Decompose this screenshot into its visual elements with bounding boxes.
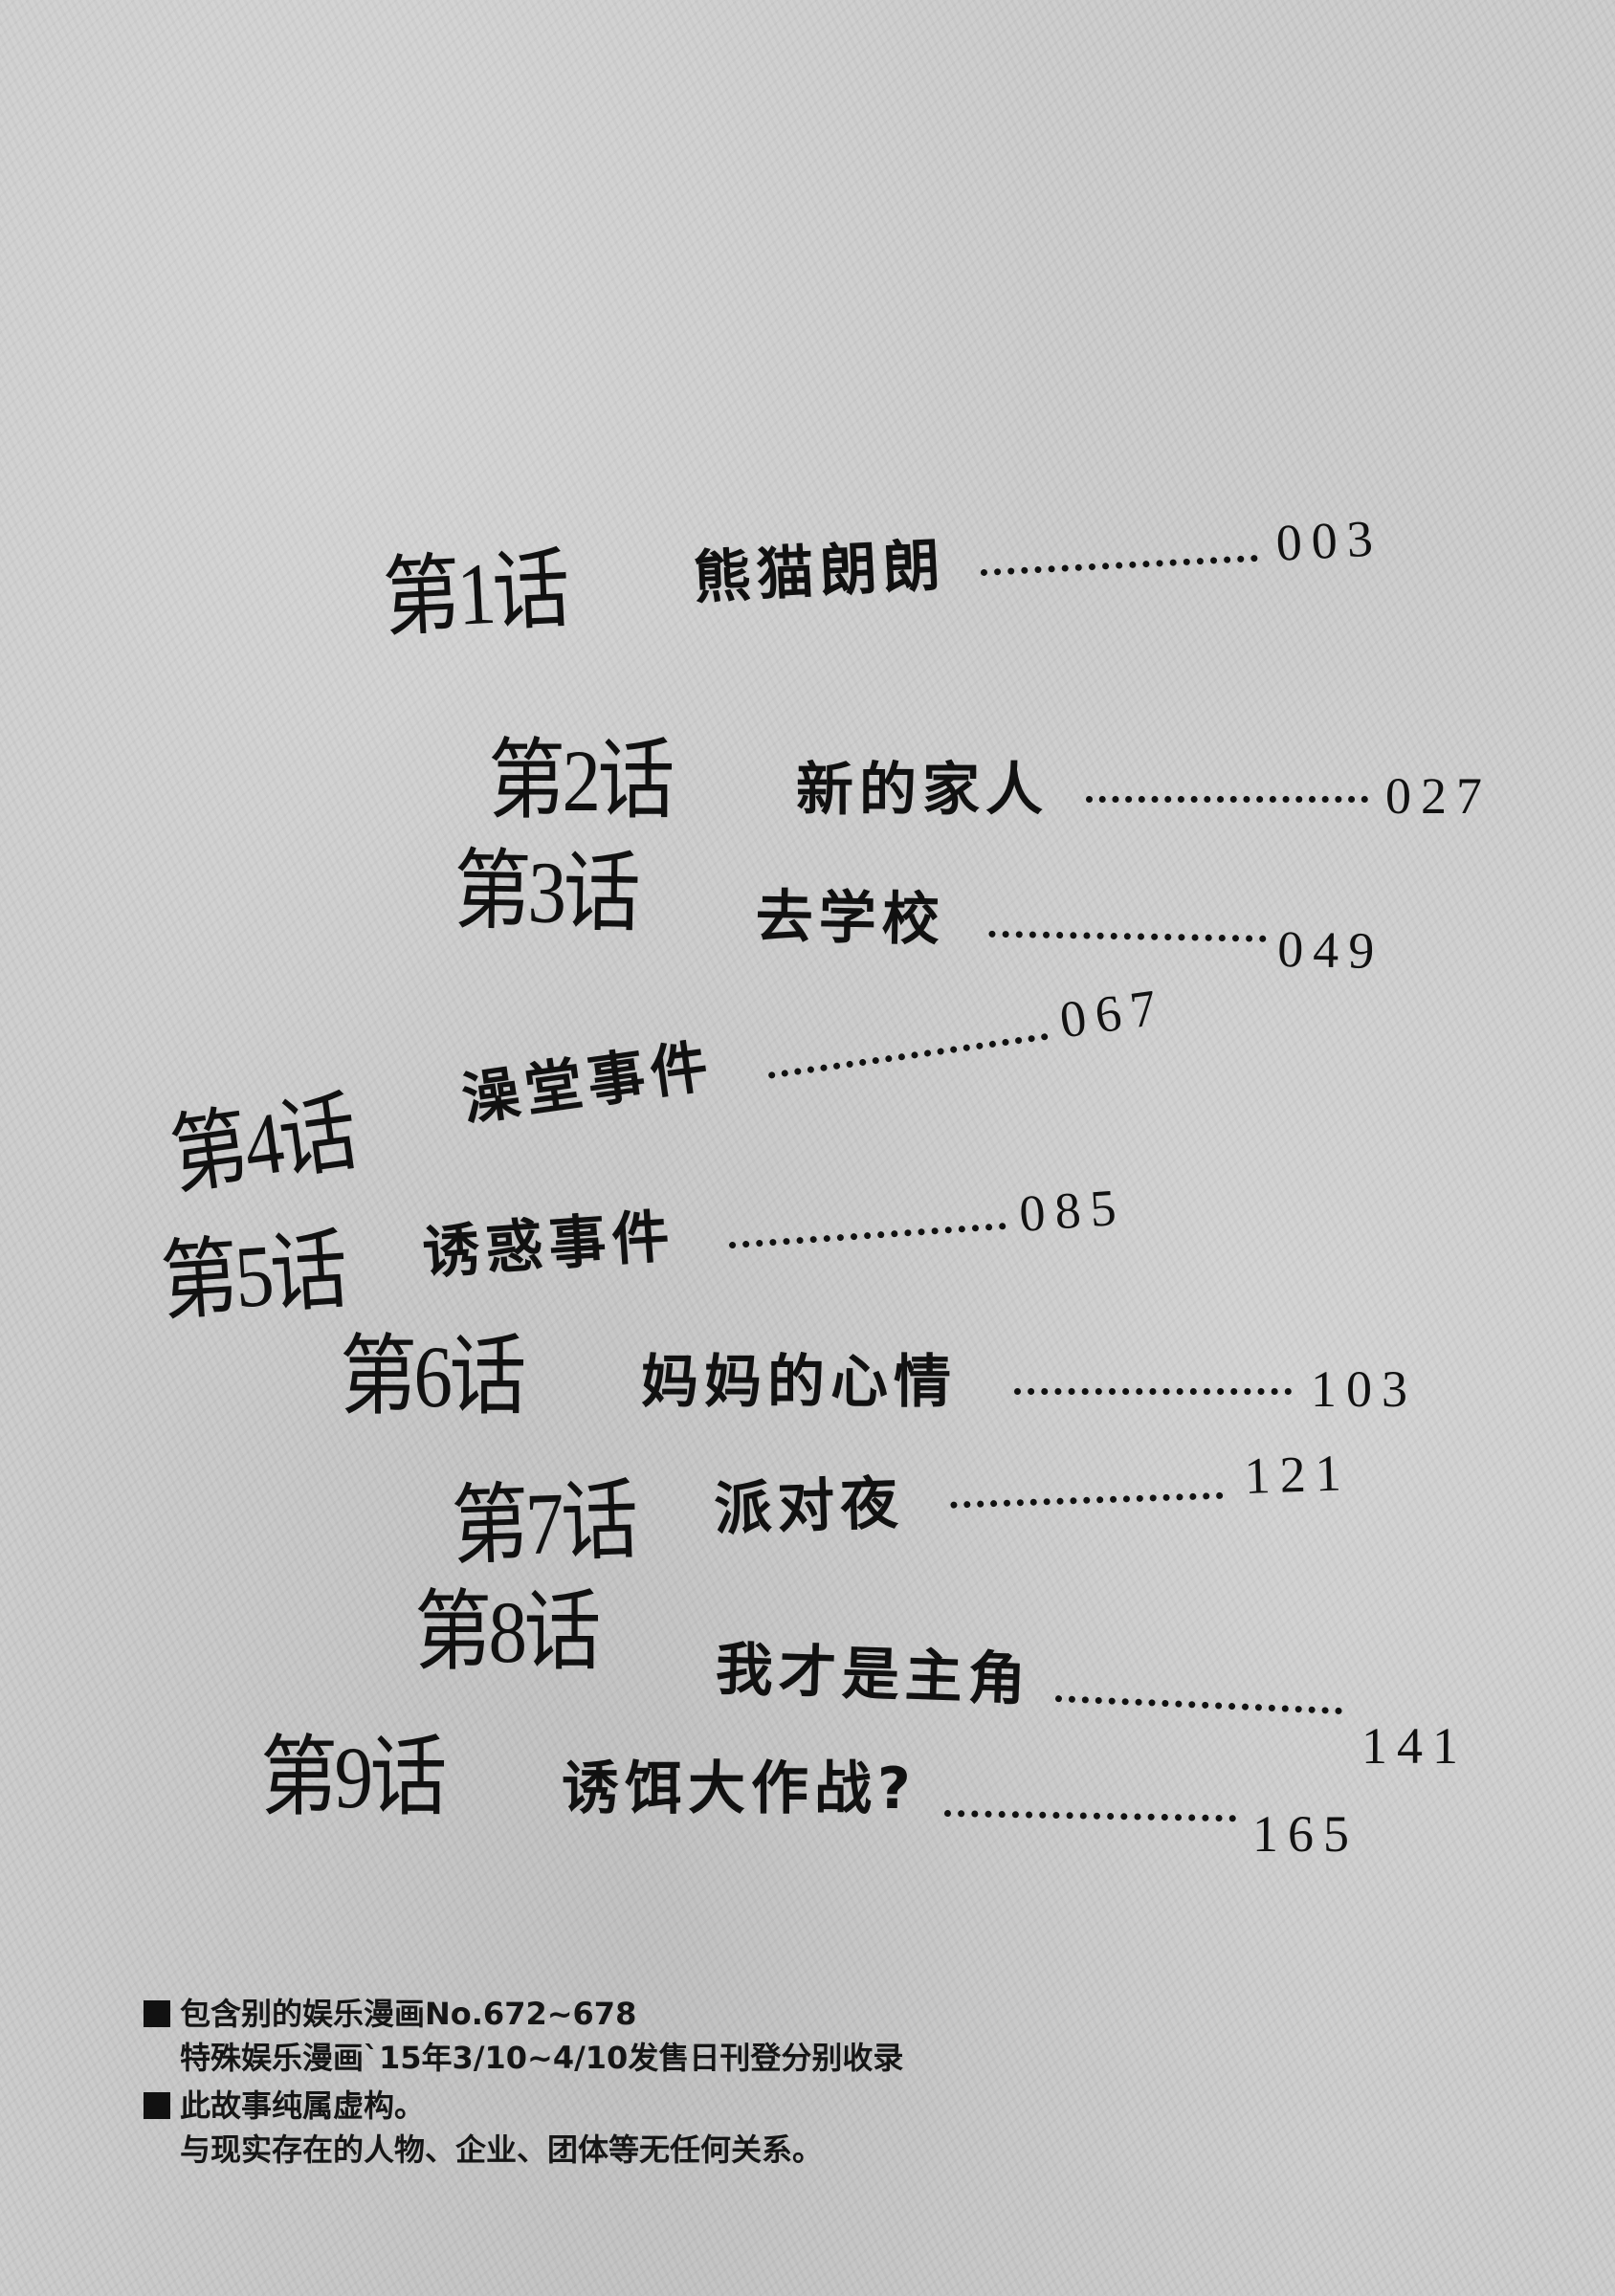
footnote-line: 包含别的娱乐漫画No.672~678 <box>180 1996 637 2032</box>
episode-title: 诱惑事件 <box>420 1203 677 1288</box>
episode-title: 派对夜 <box>713 1469 905 1544</box>
square-bullet-icon <box>144 2092 170 2119</box>
episode-label: 第2话 <box>488 732 675 829</box>
episode-title: 诱饵大作战? <box>562 1755 917 1822</box>
episode-title: 新的家人 <box>796 757 1049 824</box>
page-number: 141 <box>1361 1717 1468 1775</box>
page-number: 103 <box>1311 1360 1417 1418</box>
footnote-disclaimer: 此故事纯属虚构。 与现实存在的人物、企业、团体等无任何关系。 <box>144 2084 903 2172</box>
episode-title: 去学校 <box>755 883 946 954</box>
episode-label: 第6话 <box>340 1328 526 1425</box>
page-number: 085 <box>1017 1178 1128 1243</box>
page-number: 121 <box>1243 1444 1352 1505</box>
footnote-line: 特殊娱乐漫画`15年3/10~4/10发售日刊登分别收录 <box>180 2040 904 2076</box>
episode-title: 我才是主角 <box>714 1636 1033 1714</box>
page-number: 067 <box>1056 977 1170 1049</box>
leader-dots <box>1086 796 1368 803</box>
square-bullet-icon <box>144 2000 170 2027</box>
episode-label: 第1话 <box>380 540 569 648</box>
episode-label: 第5话 <box>157 1221 348 1332</box>
footnote-line: 与现实存在的人物、企业、团体等无任何关系。 <box>180 2131 824 2168</box>
episode-title: 妈妈的心情 <box>641 1349 957 1416</box>
episode-label: 第8话 <box>414 1583 601 1681</box>
episode-label: 第9话 <box>260 1729 447 1826</box>
page-number: 027 <box>1385 767 1492 825</box>
leader-dots <box>1014 1388 1292 1395</box>
footnote-collection-info: 包含别的娱乐漫画No.672~678 特殊娱乐漫画`15年3/10~4/10发售… <box>144 1992 903 2080</box>
episode-title: 熊猫朗朗 <box>692 532 948 612</box>
episode-label: 第3话 <box>453 842 638 943</box>
footnote-line: 此故事纯属虚构。 <box>180 2087 426 2124</box>
episode-label: 第4话 <box>164 1083 361 1206</box>
footnotes: 包含别的娱乐漫画No.672~678 特殊娱乐漫画`15年3/10~4/10发售… <box>144 1992 903 2175</box>
page-number: 003 <box>1274 509 1384 572</box>
episode-label: 第7话 <box>450 1471 637 1576</box>
page-number: 049 <box>1276 920 1384 980</box>
page-number: 165 <box>1252 1805 1359 1863</box>
